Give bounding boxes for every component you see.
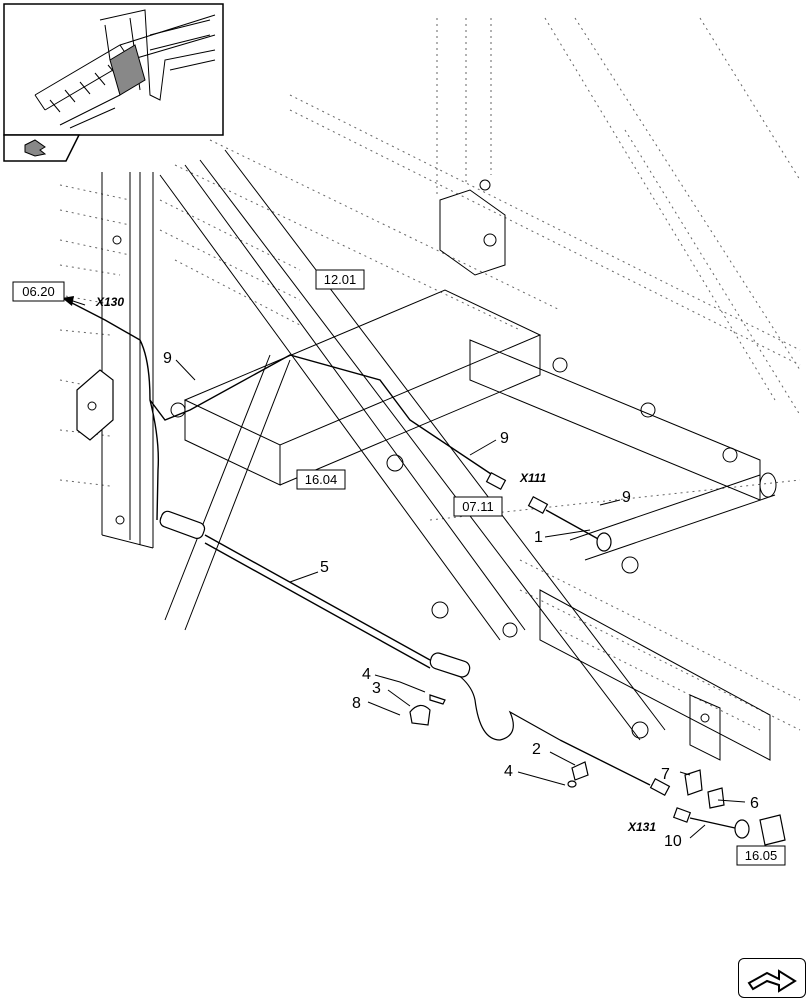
callout-9-right: 9: [622, 489, 631, 506]
callout-7: 7: [661, 766, 670, 783]
overview-thumbnail: [3, 3, 224, 136]
cable-part-5: [159, 510, 671, 796]
page-indicator-icon: [3, 134, 81, 162]
callout-1: 1: [534, 529, 543, 546]
svg-text:06.20: 06.20: [22, 284, 55, 299]
connector-label-x111: X111: [519, 471, 547, 485]
reference-box-1201[interactable]: 12.01: [315, 269, 365, 290]
svg-text:12.01: 12.01: [324, 272, 357, 287]
connector-label-x130: X130: [95, 295, 124, 309]
reference-box-1605[interactable]: 16.05: [736, 845, 786, 866]
callout-9-left: 9: [163, 350, 172, 367]
callout-5: 5: [320, 559, 329, 576]
callout-8: 8: [352, 695, 361, 712]
next-page-button[interactable]: [738, 958, 806, 998]
reference-box-0711[interactable]: 07.11: [453, 496, 503, 517]
wire-harness: [71, 302, 612, 552]
chassis: [76, 149, 777, 761]
svg-text:16.04: 16.04: [305, 472, 338, 487]
callout-6: 6: [750, 795, 759, 812]
svg-text:16.05: 16.05: [745, 848, 778, 863]
next-page-arrow-icon: [747, 969, 797, 993]
callout-2: 2: [532, 741, 541, 758]
callout-10: 10: [664, 833, 682, 850]
callout-9-middle: 9: [500, 430, 509, 447]
svg-text:07.11: 07.11: [462, 499, 494, 514]
callout-4-lower: 4: [504, 763, 513, 780]
small-parts: [409, 694, 786, 846]
reference-box-0620[interactable]: 06.20: [12, 281, 65, 302]
callout-3: 3: [372, 680, 381, 697]
callout-4-upper: 4: [362, 666, 371, 683]
frame-structure: [59, 17, 801, 731]
leader-lines: [62, 296, 746, 839]
connector-label-x131: X131: [627, 820, 656, 834]
reference-box-1604[interactable]: 16.04: [296, 469, 346, 490]
